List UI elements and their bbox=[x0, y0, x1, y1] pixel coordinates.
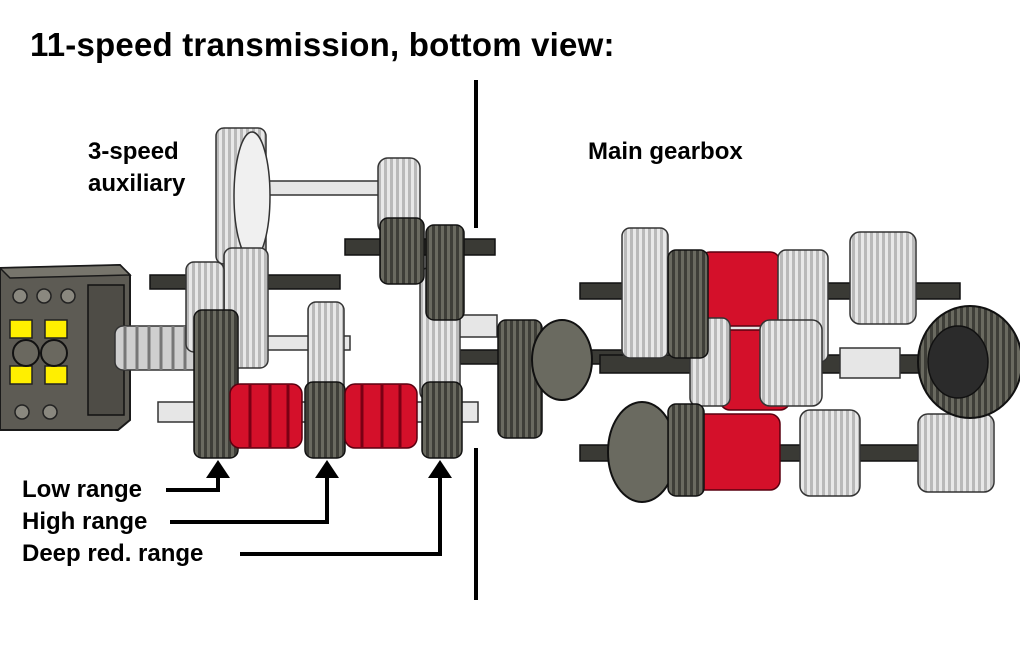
auxiliary-label-line2: auxiliary bbox=[88, 170, 186, 197]
callout-arrowheads bbox=[206, 460, 452, 478]
low-range-label: Low range bbox=[22, 476, 143, 503]
auxiliary-label-line1: 3-speed bbox=[88, 138, 179, 165]
callout-arrows bbox=[166, 474, 442, 556]
motor-block bbox=[0, 263, 132, 431]
page-title: 11-speed transmission, bottom view: bbox=[30, 26, 615, 63]
main-gearbox-light-gears bbox=[621, 227, 995, 497]
auxiliary-dark-gears bbox=[193, 217, 465, 459]
main-gearbox-dark-gears bbox=[497, 249, 1020, 503]
deep-range-label: Deep red. range bbox=[22, 540, 204, 567]
high-range-label: High range bbox=[22, 508, 148, 535]
main-gearbox-label: Main gearbox bbox=[588, 138, 743, 165]
auxiliary-shift-rings bbox=[229, 383, 418, 449]
